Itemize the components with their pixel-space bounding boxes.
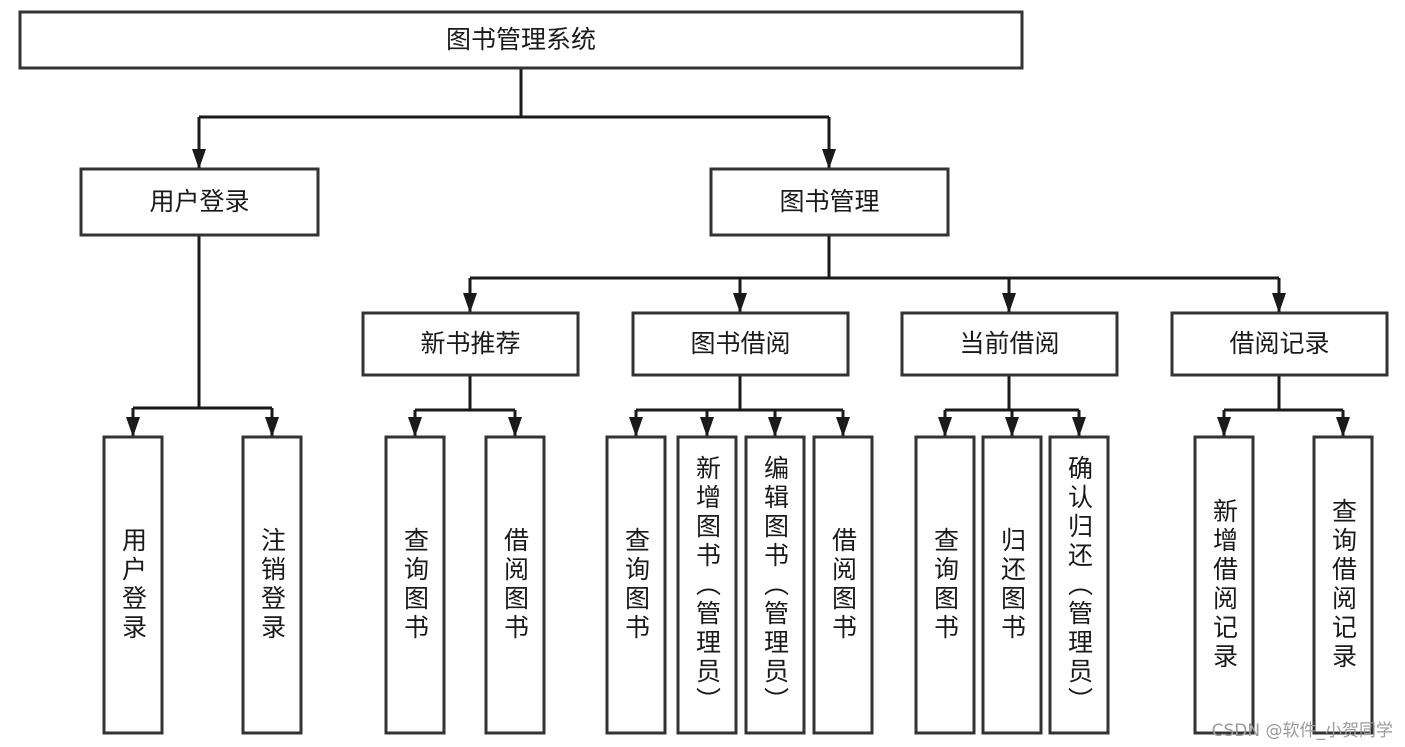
node-box-leaf-borrow-book-1 [484, 435, 546, 735]
node-box-current-borrow [900, 311, 1119, 377]
arrow-head-icon [938, 417, 952, 437]
arrow-head-icon [1217, 417, 1231, 437]
arrow-head-icon [126, 417, 140, 437]
node-box-user-login [79, 167, 320, 237]
node-label-current-borrow: 当前借阅 [959, 329, 1059, 358]
arrow-head-icon [836, 417, 850, 437]
node-box-layer [18, 10, 1389, 735]
node-box-leaf-borrow-book-2 [812, 435, 874, 735]
connector-layer [126, 68, 1350, 437]
node-box-leaf-return-book [981, 435, 1043, 735]
arrow-head-icon [1005, 417, 1019, 437]
arrow-head-icon [463, 293, 477, 313]
arrow-head-icon [768, 417, 782, 437]
node-label-user-login: 用户登录 [149, 187, 249, 216]
arrow-head-icon [629, 417, 643, 437]
arrow-head-icon [1072, 417, 1086, 437]
node-box-leaf-query-book-2 [605, 435, 667, 735]
arrow-head-icon [822, 149, 836, 169]
node-label-book-borrow: 图书借阅 [690, 329, 790, 358]
arrow-head-icon [733, 293, 747, 313]
node-box-book-management [709, 167, 950, 237]
node-box-leaf-query-book-3 [914, 435, 976, 735]
node-box-leaf-query-record [1312, 435, 1374, 735]
node-label-root: 图书管理系统 [446, 25, 596, 54]
node-box-leaf-add-record [1193, 435, 1255, 735]
arrow-head-icon [265, 417, 279, 437]
arrow-head-icon [408, 417, 422, 437]
arrow-head-icon [192, 149, 206, 169]
node-label-borrow-record: 借阅记录 [1229, 329, 1329, 358]
node-box-book-borrow [631, 311, 850, 377]
node-box-new-book-recommend [361, 311, 580, 377]
arrow-head-icon [508, 417, 522, 437]
arrow-head-icon [700, 417, 714, 437]
node-box-leaf-edit-book [744, 435, 806, 735]
watermark-text: CSDN @软件_小贺同学 [1211, 721, 1393, 741]
node-box-leaf-user-login [102, 435, 164, 735]
node-box-borrow-record [1170, 311, 1389, 377]
node-label-new-book-recommend: 新书推荐 [420, 329, 520, 358]
node-box-leaf-add-book [676, 435, 738, 735]
arrow-head-icon [1336, 417, 1350, 437]
arrow-head-icon [1272, 293, 1286, 313]
node-box-leaf-confirm-return [1048, 435, 1110, 735]
node-box-leaf-logout [241, 435, 303, 735]
node-label-book-management: 图书管理 [779, 187, 879, 216]
node-box-root [18, 10, 1024, 70]
node-box-leaf-query-book-1 [384, 435, 446, 735]
arrow-head-icon [1002, 293, 1016, 313]
